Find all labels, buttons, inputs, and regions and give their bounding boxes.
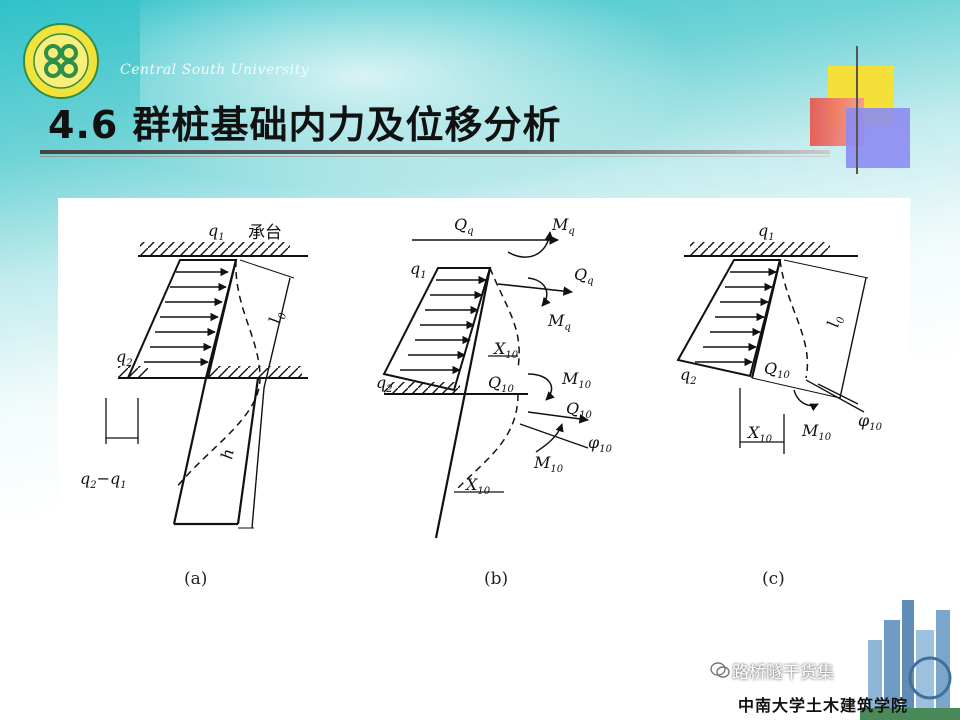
- panel-a-label-h: h: [217, 447, 238, 460]
- panel-b-label-Qq: Qq: [454, 215, 474, 237]
- panel-b-Mq-arrow: [507, 231, 554, 258]
- header-glow: [140, 0, 700, 190]
- panel-b-ground-hatch: [384, 382, 528, 395]
- panel-b: Qq Mq q1 Qq Mq X10 q2 Q10 M10 Q10 φ10 M1…: [376, 215, 613, 589]
- panel-c-label-phi10: φ10: [858, 411, 883, 433]
- panel-b-load-arrows: [400, 275, 487, 375]
- panel-a-l0-dimension: [263, 277, 291, 389]
- panel-b-label-X10a: X10: [492, 339, 519, 361]
- panel-a-label-l0: l0: [265, 309, 289, 325]
- panel-a-load-arrows: [144, 267, 229, 367]
- panel-b-label-X10b: X10: [464, 475, 491, 497]
- pile-diagram-figure: q1 承台 q2 l0 h q2−q1 (a): [58, 198, 910, 600]
- panel-c-l0-dimension: [839, 277, 867, 399]
- university-name: Central South University: [120, 62, 310, 78]
- panel-b-deflection-lower: [457, 393, 519, 489]
- panel-b-label-q1: q1: [410, 259, 427, 281]
- panel-c-label-q2: q2: [680, 365, 697, 387]
- panel-c-label-l0: l0: [823, 313, 847, 329]
- panel-c-deflection-curve: [779, 259, 809, 379]
- panel-c-M10-arrow: [793, 389, 819, 412]
- panel-a-q-diff-bracket: [105, 398, 139, 444]
- pile-diagram-svg: q1 承台 q2 l0 h q2−q1 (a): [80, 215, 883, 589]
- panel-a-cap-hatch: [138, 242, 308, 257]
- panel-b-label-M10b: M10: [533, 453, 564, 475]
- panel-a: q1 承台 q2 l0 h q2−q1 (a): [80, 221, 308, 589]
- panel-b-load-diagram: [382, 267, 492, 392]
- title-underline-thin: [40, 156, 830, 157]
- panel-b-M10b-arrow: [535, 423, 564, 453]
- panel-c-label-M10: M10: [801, 421, 832, 443]
- panel-a-ground-hatch: [118, 366, 308, 379]
- wechat-icon: [710, 662, 730, 678]
- panel-c: q1 l0 q2 Q10 M10 φ10 X10 (c): [676, 221, 883, 589]
- panel-a-load-diagram: [126, 259, 238, 379]
- panel-c-pile: [750, 259, 782, 379]
- panel-b-label-Qq2: Qq: [574, 265, 594, 287]
- panel-a-label-q2: q2: [116, 347, 133, 369]
- panel-c-label-q1: q1: [758, 221, 775, 243]
- panel-b-Mq2-arrow: [527, 277, 551, 307]
- panel-a-label-cap: 承台: [248, 223, 282, 243]
- panel-b-Q10b-arrow: [527, 411, 589, 424]
- panel-c-load-diagram: [676, 259, 782, 378]
- panel-b-label-q2: q2: [376, 373, 393, 395]
- panel-a-label-q-diff: q2−q1: [80, 469, 127, 491]
- panel-c-label-Q10: Q10: [764, 359, 790, 381]
- panel-b-label-M10: M10: [561, 369, 592, 391]
- panel-b-phi-line: [519, 423, 589, 449]
- panel-c-phi-line: [805, 379, 865, 413]
- panel-b-label-Q10: Q10: [488, 373, 514, 395]
- panel-b-label-Q10b: Q10: [566, 399, 592, 421]
- university-logo-icon: [23, 23, 99, 99]
- panel-c-load-arrows: [695, 267, 777, 367]
- title-underline: [40, 150, 830, 154]
- panel-b-label-Mq: Mq: [551, 215, 575, 237]
- panel-a-h-dimension: [251, 387, 265, 529]
- panel-b-pile: [434, 267, 492, 539]
- panel-a-label-q1: q1: [208, 221, 225, 243]
- panel-b-Qq2-arrow: [497, 283, 573, 296]
- panel-b-M10-arrow: [527, 373, 555, 401]
- panel-a-pile-lower: [172, 377, 208, 525]
- panel-c-X10-dimension: [739, 388, 785, 454]
- panel-b-caption: (b): [484, 569, 508, 589]
- panel-b-label-phi10: φ10: [588, 433, 613, 455]
- panel-c-label-X10: X10: [746, 423, 773, 445]
- panel-b-deflection-upper: [489, 267, 520, 369]
- panel-a-pile-upper: [204, 259, 238, 379]
- watermark-text: 路桥隧干货集: [732, 663, 834, 683]
- panel-b-label-Mq2: Mq: [547, 311, 571, 333]
- page-title: 4.6 群桩基础内力及位移分析: [48, 103, 562, 147]
- footer-institution: 中南大学土木建筑学院: [738, 696, 909, 715]
- deco-vertical-line: [856, 46, 858, 174]
- panel-c-cap-hatch: [684, 242, 858, 257]
- panel-a-caption: (a): [184, 569, 207, 589]
- skyline-decoration-icon: [860, 600, 960, 720]
- panel-c-caption: (c): [762, 569, 785, 589]
- panel-a-deflection-curve: [175, 259, 261, 489]
